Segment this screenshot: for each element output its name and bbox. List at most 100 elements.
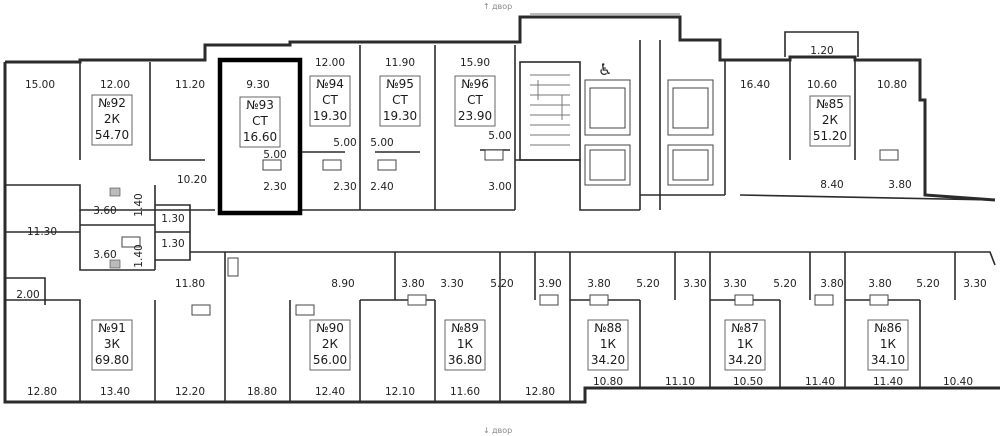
apt-area: 19.30: [383, 109, 417, 123]
apartment-label-95[interactable]: №95 СТ 19.30: [379, 75, 421, 127]
selected-apartment-outline: [217, 57, 303, 216]
room-area: 1.20: [810, 45, 833, 57]
apt-area: 34.10: [871, 353, 905, 367]
room-area: 3.30: [440, 278, 463, 290]
apt-area: 34.20: [591, 353, 625, 367]
room-area: 12.10: [385, 386, 415, 398]
apt-number: №94: [316, 77, 344, 91]
outer-walls: [3, 13, 1000, 404]
room-area: 12.80: [27, 386, 57, 398]
room-area: 11.10: [665, 376, 695, 388]
apt-area: 23.90: [458, 109, 492, 123]
room-area: 12.20: [175, 386, 205, 398]
room-area: 10.20: [177, 174, 207, 186]
wheelchair-icon: ♿: [598, 60, 612, 79]
room-area: 11.90: [385, 57, 415, 69]
north-direction-label: двор: [492, 2, 512, 11]
apt-type: 1К: [737, 337, 754, 351]
south-direction-label: двор: [492, 426, 512, 435]
apartment-label-92[interactable]: №92 2К 54.70: [91, 94, 133, 146]
room-area: 1.30: [161, 238, 184, 250]
upper-partitions: [5, 45, 996, 271]
room-area: 2.30: [263, 181, 286, 193]
stair-core: ♿: [519, 40, 714, 210]
room-area: 8.90: [331, 278, 354, 290]
room-area: 3.30: [963, 278, 986, 290]
room-area: 5.20: [490, 278, 513, 290]
apt-type: 1К: [457, 337, 474, 351]
north-arrow-icon: ↑: [483, 2, 490, 11]
room-area: 10.60: [807, 79, 837, 91]
room-area: 3.60: [93, 249, 116, 261]
bath-fixtures: [109, 149, 899, 316]
room-area: 11.40: [805, 376, 835, 388]
room-area: 3.30: [683, 278, 706, 290]
apartment-label-89[interactable]: №89 1К 36.80: [444, 319, 486, 371]
room-area: 5.20: [636, 278, 659, 290]
apartment-label-87[interactable]: №87 1К 34.20: [724, 319, 766, 371]
apt-number: №92: [98, 96, 126, 110]
apartment-labels: №92 2К 54.70 №93 СТ 16.60 №94 СТ 19.30 №…: [91, 75, 909, 371]
apt-number: №90: [316, 321, 344, 335]
south-direction: ↓ двор: [483, 426, 512, 435]
room-area: 5.00: [333, 137, 356, 149]
apt-type: 1К: [880, 337, 897, 351]
room-area: 13.40: [100, 386, 130, 398]
room-area: 18.80: [247, 386, 277, 398]
room-area: 11.20: [175, 79, 205, 91]
lower-partitions: [5, 251, 996, 402]
apartment-label-93[interactable]: №93 СТ 16.60: [239, 96, 281, 148]
apt-type: 2К: [822, 113, 839, 127]
room-area: 1.40: [133, 244, 145, 267]
room-area: 16.40: [740, 79, 770, 91]
apt-area: 69.80: [95, 353, 129, 367]
apt-number: №91: [98, 321, 126, 335]
apartment-label-88[interactable]: №88 1К 34.20: [587, 319, 629, 371]
room-area: 11.60: [450, 386, 480, 398]
room-area: 5.00: [263, 149, 286, 161]
room-area: 15.90: [460, 57, 490, 69]
apt-area: 51.20: [813, 129, 847, 143]
room-area: 3.80: [401, 278, 424, 290]
apartment-label-90[interactable]: №90 2К 56.00: [309, 319, 351, 371]
apartment-label-85[interactable]: №85 2К 51.20: [809, 95, 851, 147]
north-direction: ↑ двор: [483, 2, 512, 11]
room-area: 5.20: [916, 278, 939, 290]
room-area: 3.30: [723, 278, 746, 290]
apt-type: 1К: [600, 337, 617, 351]
room-area: 11.80: [175, 278, 205, 290]
room-area: 2.00: [16, 289, 39, 301]
apt-number: №95: [386, 77, 414, 91]
room-area: 10.40: [943, 376, 973, 388]
apartment-label-94[interactable]: №94 СТ 19.30: [309, 75, 351, 127]
apt-number: №89: [451, 321, 479, 335]
apartment-label-96[interactable]: №96 СТ 23.90: [454, 75, 496, 127]
apt-type: СТ: [392, 93, 408, 107]
apt-area: 56.00: [313, 353, 347, 367]
room-area: 12.80: [525, 386, 555, 398]
apt-area: 16.60: [243, 130, 277, 144]
apt-number: №93: [246, 98, 274, 112]
room-area: 3.90: [538, 278, 561, 290]
apt-number: №88: [594, 321, 622, 335]
apt-number: №85: [816, 97, 844, 111]
room-area: 12.40: [315, 386, 345, 398]
apt-area: 19.30: [313, 109, 347, 123]
apt-type: 3К: [104, 337, 121, 351]
room-area: 3.80: [587, 278, 610, 290]
apt-area: 36.80: [448, 353, 482, 367]
apt-area: 34.20: [728, 353, 762, 367]
room-area: 3.80: [868, 278, 891, 290]
room-area: 2.30: [333, 181, 356, 193]
apartment-label-91[interactable]: №91 3К 69.80: [91, 319, 133, 371]
apartment-label-86[interactable]: №86 1К 34.10: [867, 319, 909, 371]
room-area: 12.00: [315, 57, 345, 69]
room-area: 8.40: [820, 179, 843, 191]
room-area: 11.30: [27, 226, 57, 238]
apt-type: СТ: [467, 93, 483, 107]
apt-type: 2К: [322, 337, 339, 351]
room-area: 5.00: [370, 137, 393, 149]
apt-type: СТ: [322, 93, 338, 107]
